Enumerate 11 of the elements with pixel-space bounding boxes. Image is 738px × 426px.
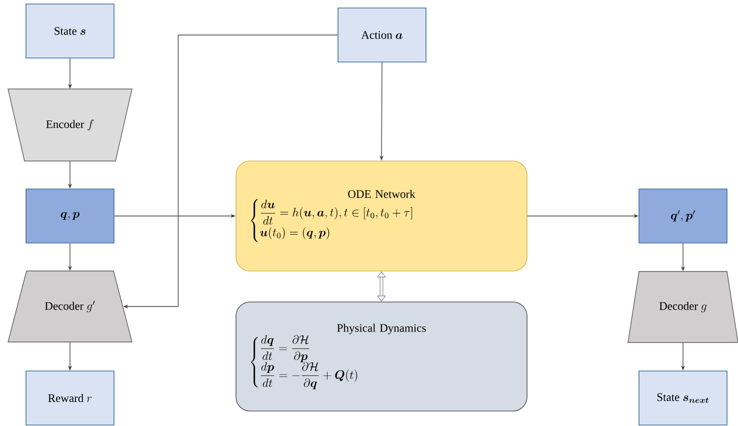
trapezoid-block: Decoder $g$ bbox=[628, 271, 738, 343]
latent-box: $\boldsymbol{q}',\boldsymbol{p}'$ bbox=[638, 188, 728, 244]
state-box: State $\boldsymbol{s_{next}}$ bbox=[638, 370, 728, 426]
trapezoid-block: Decoder $g'$ bbox=[8, 270, 132, 342]
state-box: Reward $r$ bbox=[26, 370, 114, 426]
state-box: State $\boldsymbol{s}$ bbox=[26, 4, 114, 58]
rounded-box: Physical Dynamics $\begin{cases} \dfrac{d\boldsymbol{q}}{dt} = \dfrac{\partial\mathcal{H}}{\partial\boldsymbol{p}} \\ \dfrac{d\boldsymbol{p}}{dt} = -\dfrac{\partial\mathcal{H}}{\partial\boldsymbol{q}} + \boldsymbol{Q}(t) \end{cases}$ bbox=[236, 302, 528, 412]
state-box: Action $\boldsymbol{a}$ bbox=[338, 8, 426, 62]
trapezoid-block: Encoder $f$ bbox=[8, 88, 132, 162]
latent-box: $\boldsymbol{q},\boldsymbol{p}$ bbox=[26, 188, 114, 244]
rounded-box: ODE Network $\begin{cases} \dfrac{d\boldsymbol{u}}{dt} = h(\boldsymbol{u},\boldsymbol{a},t), t\in[t_0,t_0+\tau] \\ \boldsymbol{u}(t_0)=(\boldsymbol{q},\boldsymbol{p}) \end{cases}$ bbox=[236, 160, 528, 272]
